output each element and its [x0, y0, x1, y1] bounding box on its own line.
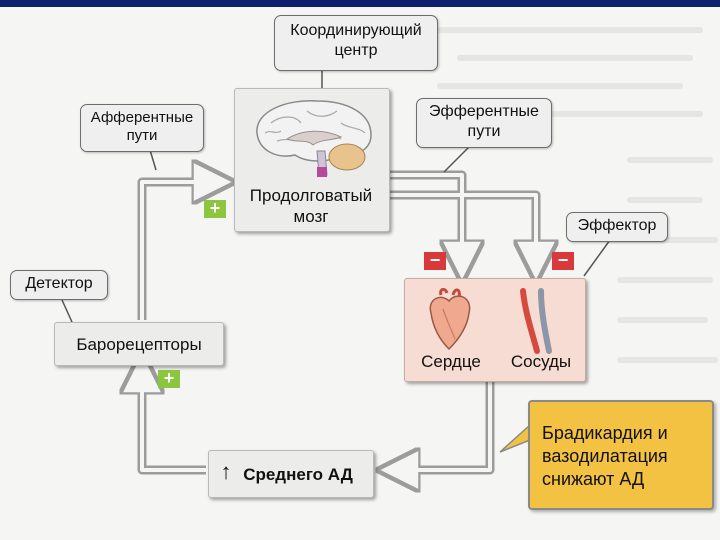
efferent-label: Эфферентные пути [429, 103, 539, 140]
up-arrow-icon: ↑ [220, 459, 232, 484]
efferent-callout: Эфферентные пути [416, 98, 552, 148]
coordinating-center-label: Координирующий центр [290, 22, 422, 59]
medulla-label: Продолговатый мозг [249, 186, 373, 226]
effector-label: Эффектор [577, 217, 657, 234]
efferent-pointer [443, 145, 471, 173]
vessels-icon [520, 288, 552, 354]
minus-sign-heart: − [424, 251, 446, 270]
minus-sign-vessels: − [552, 251, 574, 270]
coordinating-center-callout: Координирующий центр [274, 15, 438, 71]
afferent-callout: Афферентные пути [80, 104, 204, 152]
detector-callout: Детектор [10, 270, 108, 300]
detector-label: Детектор [25, 275, 93, 292]
result-note: Брадикардия и вазодилатация снижают АД [528, 400, 714, 510]
effector-pointer [583, 239, 611, 277]
plus-sign-feedback: + [158, 369, 180, 388]
effector-to-bp-arrow [398, 380, 495, 470]
baroreceptors-label: Барорецепторы [76, 335, 202, 354]
top-bar [0, 0, 720, 7]
mean-bp-label: Среднего АД [243, 465, 353, 484]
heart-icon [429, 287, 471, 351]
detector-pointer [61, 299, 73, 323]
plus-sign-afferent: + [204, 199, 226, 218]
background-text-texture [437, 27, 718, 363]
effector-box: Сердце Сосуды [404, 278, 586, 382]
afferent-label: Афферентные пути [90, 109, 194, 144]
effector-callout: Эффектор [566, 212, 668, 242]
medulla-box: Продолговатый мозг [234, 88, 390, 232]
mean-bp-box: ↑ Среднего АД [208, 450, 374, 498]
vessels-label: Сосуды [510, 352, 572, 371]
efferent-heart-arrow [388, 170, 462, 262]
note-pointer [499, 423, 531, 453]
result-note-text: Брадикардия и вазодилатация снижают АД [542, 423, 668, 489]
heart-label: Сердце [421, 352, 481, 371]
brain-icon [256, 100, 372, 177]
afferent-pointer [149, 149, 157, 171]
baroreceptors-box: Барорецепторы [54, 322, 224, 366]
